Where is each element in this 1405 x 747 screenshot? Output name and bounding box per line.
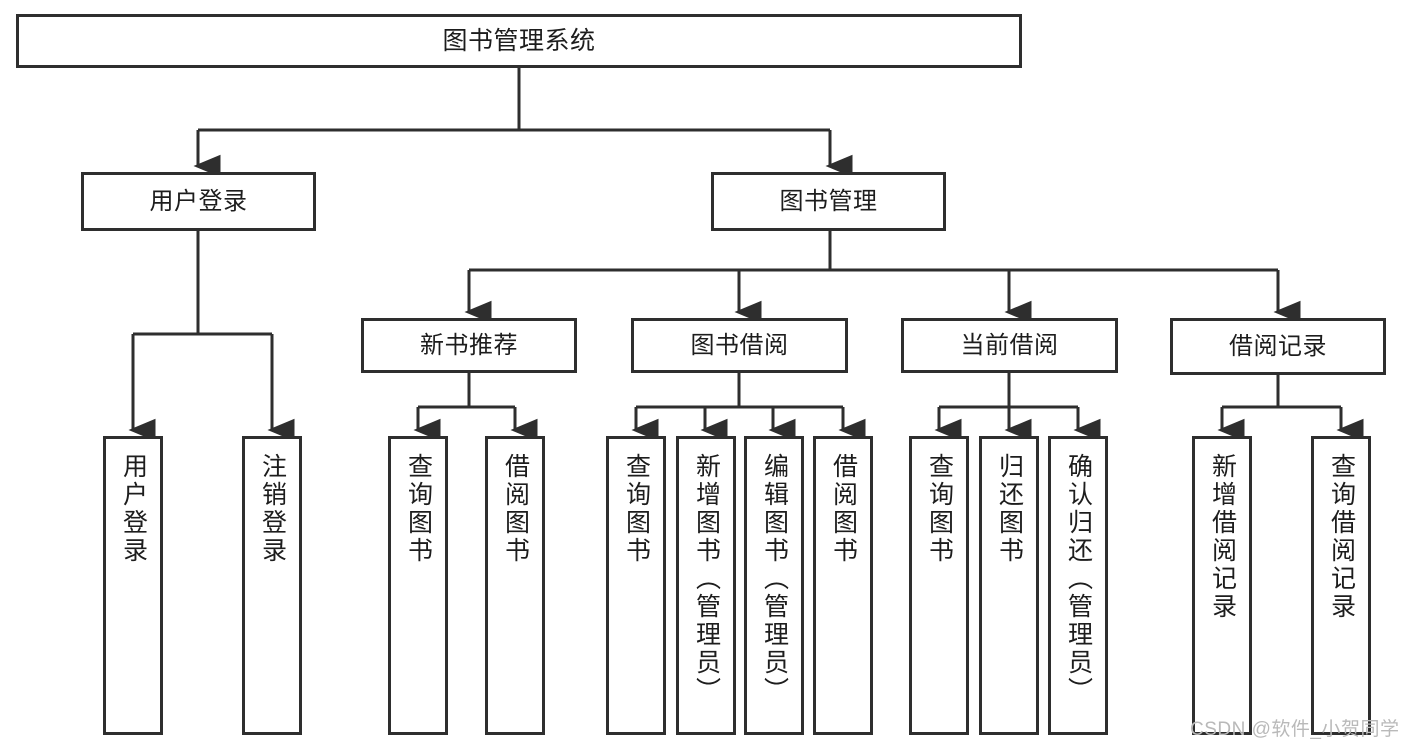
node-leaf-current-confirm-return-label: 确认归还（管理员）	[1064, 453, 1093, 705]
node-book-borrow-label: 图书借阅	[690, 331, 789, 359]
node-borrow-record[interactable]: 借阅记录	[1170, 318, 1386, 375]
node-borrow-record-label: 借阅记录	[1229, 332, 1327, 360]
node-leaf-record-add[interactable]: 新增借阅记录	[1192, 436, 1252, 735]
node-leaf-newbook-borrow[interactable]: 借阅图书	[485, 436, 545, 735]
node-leaf-newbook-query[interactable]: 查询图书	[388, 436, 448, 735]
node-leaf-logout[interactable]: 注销登录	[242, 436, 302, 735]
node-leaf-borrow-add[interactable]: 新增图书（管理员）	[676, 436, 736, 735]
node-new-book-recommend[interactable]: 新书推荐	[361, 318, 577, 373]
node-leaf-current-confirm-return[interactable]: 确认归还（管理员）	[1048, 436, 1108, 735]
node-current-borrow[interactable]: 当前借阅	[901, 318, 1118, 373]
node-book-borrow[interactable]: 图书借阅	[631, 318, 848, 373]
node-leaf-borrow-lend-label: 借阅图书	[829, 453, 858, 565]
node-new-book-recommend-label: 新书推荐	[420, 331, 518, 359]
node-root-system-label: 图书管理系统	[442, 26, 596, 55]
node-leaf-current-query[interactable]: 查询图书	[909, 436, 969, 735]
node-book-manage[interactable]: 图书管理	[711, 172, 946, 231]
node-leaf-borrow-edit-label: 编辑图书（管理员）	[760, 453, 789, 705]
node-leaf-borrow-add-label: 新增图书（管理员）	[692, 453, 721, 705]
node-leaf-newbook-query-label: 查询图书	[404, 453, 433, 565]
node-leaf-borrow-edit[interactable]: 编辑图书（管理员）	[744, 436, 804, 735]
node-leaf-current-return[interactable]: 归还图书	[979, 436, 1039, 735]
node-leaf-borrow-query-label: 查询图书	[622, 453, 651, 565]
node-leaf-current-query-label: 查询图书	[925, 453, 954, 565]
node-leaf-record-query-label: 查询借阅记录	[1327, 453, 1356, 621]
node-leaf-user-login[interactable]: 用户登录	[103, 436, 163, 735]
node-leaf-current-return-label: 归还图书	[995, 453, 1024, 565]
node-leaf-borrow-query[interactable]: 查询图书	[606, 436, 666, 735]
node-leaf-logout-label: 注销登录	[258, 453, 287, 565]
node-root-system[interactable]: 图书管理系统	[16, 14, 1022, 68]
node-leaf-user-login-label: 用户登录	[119, 453, 148, 565]
node-user-login[interactable]: 用户登录	[81, 172, 316, 231]
node-user-login-label: 用户登录	[149, 187, 248, 215]
node-leaf-borrow-lend[interactable]: 借阅图书	[813, 436, 873, 735]
node-leaf-newbook-borrow-label: 借阅图书	[501, 453, 530, 565]
node-current-borrow-label: 当前借阅	[960, 331, 1059, 359]
node-leaf-record-add-label: 新增借阅记录	[1208, 453, 1237, 621]
node-leaf-record-query[interactable]: 查询借阅记录	[1311, 436, 1371, 735]
node-book-manage-label: 图书管理	[779, 187, 878, 215]
